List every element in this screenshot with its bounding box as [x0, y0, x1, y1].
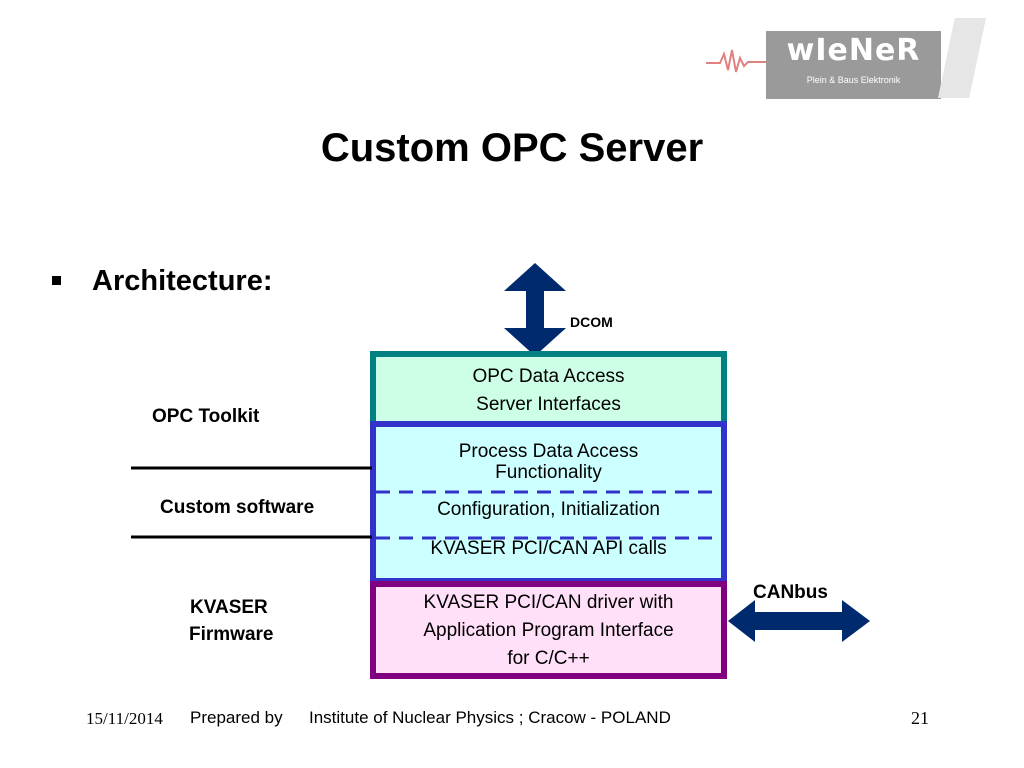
- footer-prepared-by: Prepared by: [190, 708, 283, 727]
- process-data-line2: Functionality: [495, 462, 602, 483]
- footer-institute: Institute of Nuclear Physics ; Cracow - …: [309, 708, 671, 727]
- driver-line2: Application Program Interface: [423, 620, 674, 641]
- bullet-square-icon: [52, 276, 61, 285]
- kvaser-firmware-label-line2: Firmware: [189, 624, 274, 645]
- slide-title: Custom OPC Server: [320, 126, 704, 170]
- driver-box: [370, 581, 727, 679]
- opc-data-access-line1: OPC Data Access: [472, 366, 625, 387]
- logo-wordmark: wIeNeR: [786, 33, 921, 68]
- footer-date: 15/11/2014: [86, 709, 163, 728]
- process-data-line1: Process Data Access: [458, 441, 639, 462]
- custom-software-label: Custom software: [160, 497, 315, 518]
- opc-data-access-text: OPC Data Access Server Interfaces: [376, 364, 721, 418]
- dcom-arrow-icon: [504, 263, 566, 356]
- canbus-arrow-icon: [728, 600, 870, 642]
- pulse-line-icon: [706, 49, 768, 73]
- logo-tagline: Plein & Baus Elektronik: [806, 75, 901, 85]
- driver-text: KVASER PCI/CAN driver with Application P…: [376, 589, 721, 673]
- opc-data-access-line2: Server Interfaces: [476, 394, 621, 415]
- wiener-logo: wIeNeR Plein & Baus Elektronik: [706, 18, 986, 99]
- process-data-text: Process Data Access Functionality: [376, 441, 721, 483]
- configuration-text: Configuration, Initialization: [437, 499, 660, 520]
- footer-page-number: 21: [911, 708, 929, 728]
- canbus-label: CANbus: [753, 582, 828, 603]
- driver-line1: KVASER PCI/CAN driver with: [423, 592, 674, 613]
- kvaser-firmware-label-line1: KVASER: [190, 597, 268, 618]
- logo-panel: wIeNeR Plein & Baus Elektronik: [766, 31, 941, 99]
- dcom-label: DCOM: [570, 314, 613, 330]
- custom-software-box: [370, 421, 727, 584]
- opc-toolkit-label: OPC Toolkit: [152, 406, 260, 427]
- api-calls-text: KVASER PCI/CAN API calls: [430, 538, 667, 559]
- driver-line3: for C/C++: [507, 648, 590, 669]
- bullet-architecture: Architecture:: [92, 265, 273, 297]
- opc-data-access-box: [370, 351, 727, 427]
